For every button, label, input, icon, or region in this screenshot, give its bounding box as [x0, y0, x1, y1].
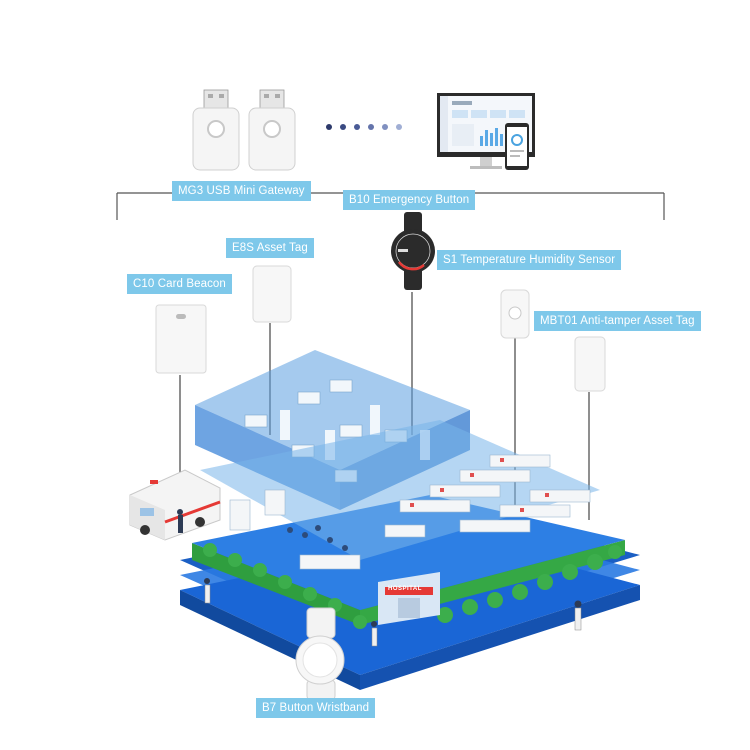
label-wristband: B7 Button Wristband	[256, 698, 376, 718]
usb-gateway-2	[248, 89, 296, 171]
building-lower	[200, 420, 600, 570]
s1-temperature-sensor	[500, 289, 530, 339]
usb-gateway-1	[192, 89, 240, 171]
connection-dots-icon	[326, 124, 402, 130]
label-asset-tag: E8S Asset Tag	[226, 238, 314, 258]
ambulance-icon	[129, 469, 221, 541]
label-temp-sensor: S1 Temperature Humidity Sensor	[437, 250, 622, 270]
smartphone-icon	[505, 123, 529, 170]
label-anti-tamper-tag: MBT01 Anti-tamper Asset Tag	[534, 311, 701, 331]
label-emergency-button: B10 Emergency Button	[343, 190, 476, 210]
hospital-sign: HOSPITAL	[388, 586, 422, 592]
people-figures	[177, 509, 582, 647]
label-gateway: MG3 USB Mini Gateway	[172, 181, 311, 201]
b10-emergency-button	[391, 212, 435, 290]
b7-wristband	[295, 607, 345, 701]
label-card-beacon: C10 Card Beacon	[127, 274, 232, 294]
e8s-asset-tag	[252, 265, 292, 323]
c10-card-beacon	[155, 304, 207, 374]
mbt01-anti-tamper-tag	[574, 336, 606, 392]
building-base	[180, 495, 640, 690]
